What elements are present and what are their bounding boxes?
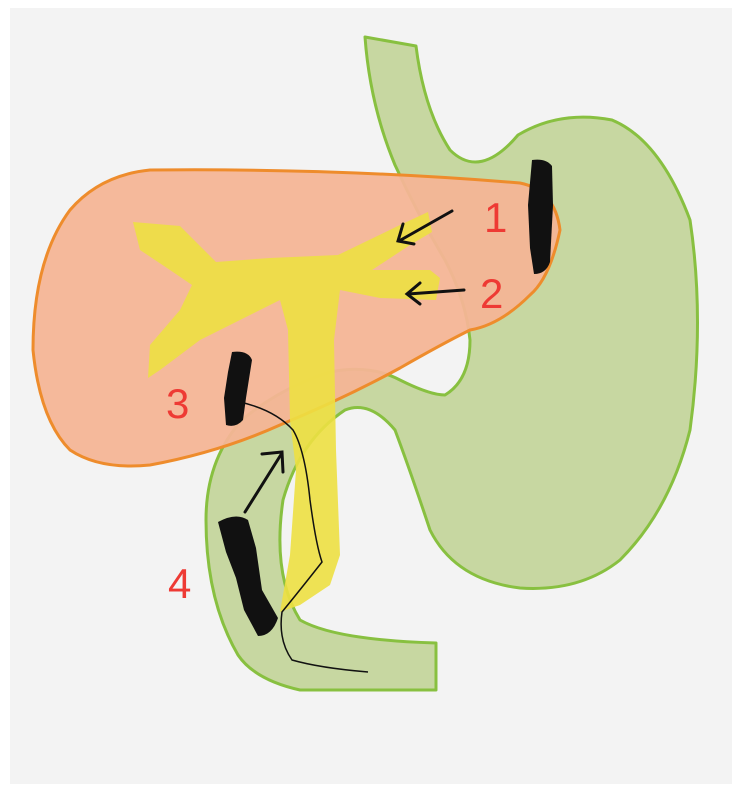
- label-2: 2: [480, 270, 503, 317]
- clip-1-mark: [528, 160, 553, 274]
- label-4: 4: [168, 560, 191, 607]
- label-1: 1: [484, 194, 507, 241]
- label-3: 3: [166, 380, 189, 427]
